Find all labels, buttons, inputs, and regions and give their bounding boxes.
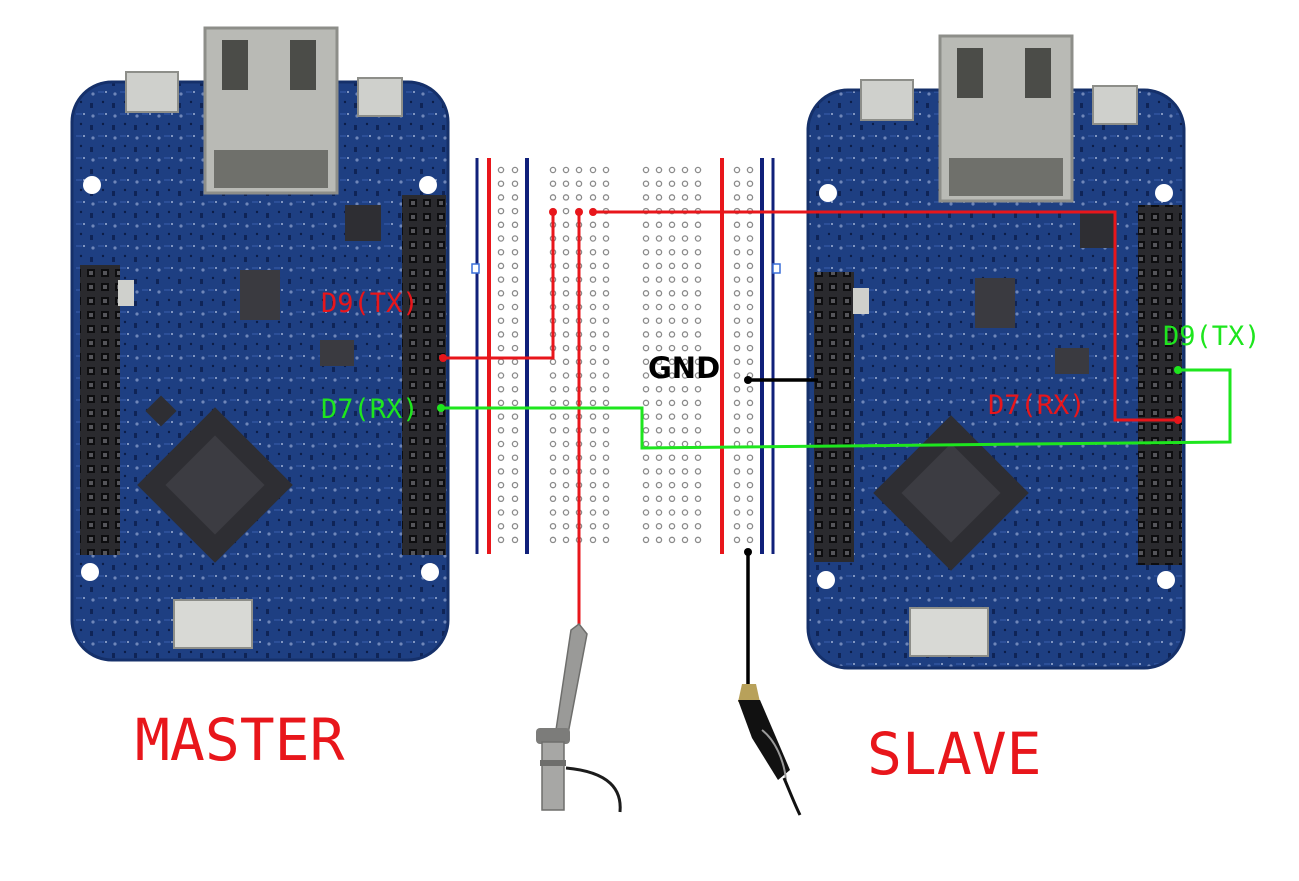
master-board-label: MASTER <box>135 706 345 774</box>
master-usb-port-icon <box>126 72 178 112</box>
master-rx-pin-label: D7(RX) <box>321 394 419 425</box>
breadboard-body <box>474 158 778 554</box>
master-usb-port-icon <box>358 78 402 116</box>
alligator-clip-icon <box>738 684 800 815</box>
slave-usb-port-icon <box>1093 86 1137 124</box>
master-board <box>72 28 448 660</box>
slave-debug-usb-icon <box>910 608 988 656</box>
slave-board <box>808 36 1184 668</box>
slave-header-right <box>1138 205 1182 565</box>
gnd-label: GND <box>648 351 720 385</box>
slave-board-label: SLAVE <box>867 720 1042 788</box>
slave-header-left <box>814 272 854 562</box>
slave-tx-pin-label: D9(TX) <box>1163 321 1261 352</box>
master-debug-usb-icon <box>174 600 252 648</box>
slave-rx-pin-label: D7(RX) <box>988 390 1086 421</box>
master-tx-pin-label: D9(TX) <box>321 288 419 319</box>
master-header-left <box>80 265 120 555</box>
breadboard <box>472 158 780 554</box>
master-header-right <box>402 195 446 555</box>
oscilloscope-probe-icon <box>536 624 620 812</box>
slave-usb-port-icon <box>861 80 913 120</box>
